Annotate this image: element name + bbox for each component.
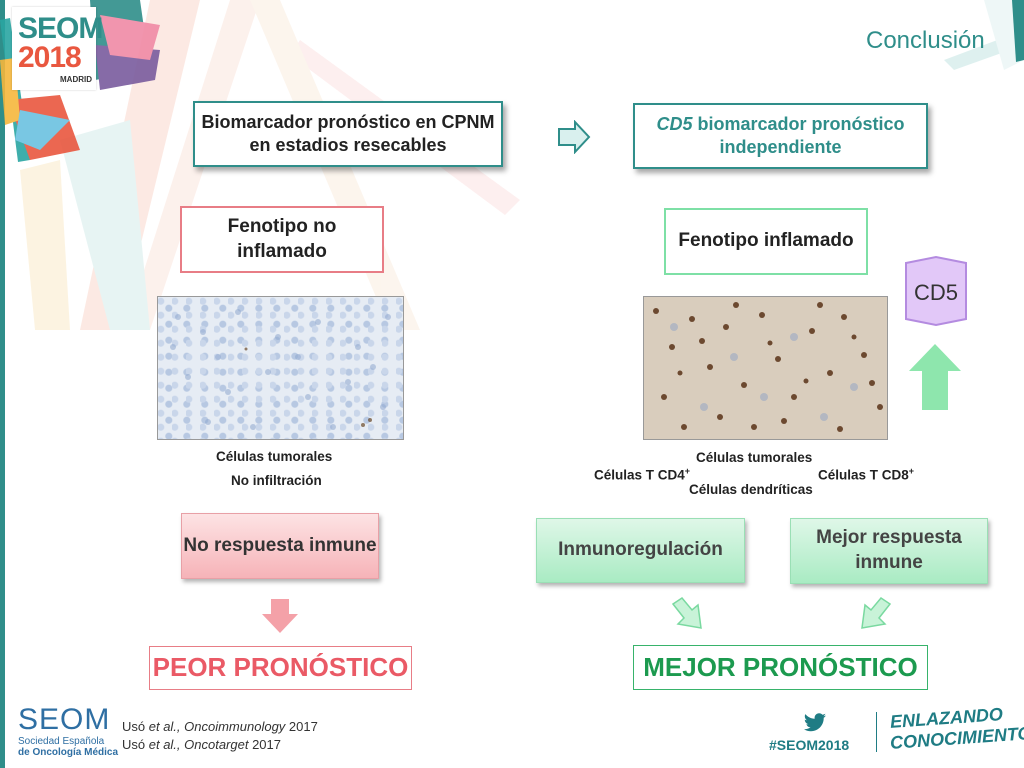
micrograph-texture: [653, 302, 883, 432]
prognostic-biomarker-text: Biomarcador pronóstico en CPNM en estadi…: [201, 111, 495, 155]
better-prognosis-text: MEJOR PRONÓSTICO: [643, 651, 918, 682]
right-caption-cd4: Células T CD4+: [594, 466, 690, 483]
society-name: SEOM: [18, 703, 111, 736]
ref1-etal: et al.,: [148, 719, 181, 734]
ref2-etal: et al.,: [148, 737, 181, 752]
micrograph-texture: [170, 309, 391, 430]
cd5-biomarker-text: CD5 biomarcador pronóstico independiente: [635, 113, 926, 160]
cd8-sup: +: [908, 466, 915, 476]
right-caption-dendritic: Células dendríticas: [689, 482, 813, 497]
footer-divider: [876, 712, 877, 752]
society-sub-1: Sociedad Española: [18, 736, 105, 747]
society-sub-2: de Oncología Médica: [18, 747, 119, 758]
immunoregulation-text: Inmunoregulación: [558, 539, 723, 561]
cd5-hexagon: [905, 255, 967, 327]
worse-prognosis-text: PEOR PRONÓSTICO: [152, 652, 409, 683]
non-inflamed-micrograph: [157, 296, 404, 440]
reference-2: Usó et al., Oncotarget 2017: [122, 737, 281, 752]
better-prognosis-box: MEJOR PRONÓSTICO: [633, 645, 928, 690]
cd4-text: Células T CD4: [594, 467, 685, 483]
right-caption-cd8: Células T CD8+: [818, 466, 914, 483]
cd8-text: Células T CD8: [818, 467, 909, 483]
logo-city: MADRID: [60, 75, 92, 84]
ref2-journal: Oncotarget: [180, 737, 249, 752]
left-caption-tumor-cells: Células tumorales: [216, 449, 333, 464]
cd5-biomarker-rest: biomarcador pronóstico independiente: [692, 113, 905, 157]
prognostic-biomarker-box: Biomarcador pronóstico en CPNM en estadi…: [193, 101, 503, 167]
left-caption-no-infiltration: No infiltración: [231, 473, 322, 488]
seom-logo: SEOM 2018 MADRID: [12, 7, 103, 90]
better-immune-response-box: Mejor respuesta inmune: [790, 518, 988, 584]
hashtag: #SEOM2018: [769, 737, 850, 753]
logo-text: SEOM: [18, 12, 103, 45]
ref1-journal: Oncoimmunology: [180, 719, 286, 734]
no-immune-response-text: No respuesta inmune: [183, 534, 377, 556]
cd4-sup: +: [684, 466, 691, 476]
decorative-stripes-right: [944, 0, 1024, 70]
logo-year: 2018: [18, 41, 82, 74]
down-arrow-icon: [262, 599, 298, 633]
reference-1: Usó et al., Oncoimmunology 2017: [122, 719, 318, 734]
non-inflamed-phenotype-box: Fenotipo no inflamado: [180, 206, 384, 273]
no-immune-response-box: No respuesta inmune: [181, 513, 379, 579]
right-arrow-icon: [558, 120, 591, 154]
right-caption-tumor-cells: Células tumorales: [696, 450, 813, 465]
twitter-icon: [804, 713, 826, 732]
inflamed-micrograph: [643, 296, 888, 440]
cd5-label: CD5: [913, 280, 958, 305]
non-inflamed-phenotype-text: Fenotipo no inflamado: [227, 215, 337, 262]
ref1-year: 2017: [285, 719, 318, 734]
seom-society-logo: SEOM Sociedad Española de Oncología Médi…: [18, 703, 118, 759]
worse-prognosis-box: PEOR PRONÓSTICO: [149, 646, 412, 690]
diagonal-arrow-left-icon: [671, 597, 702, 629]
left-edge-strip: [0, 0, 5, 768]
slide-title: Conclusión: [866, 27, 985, 54]
ref2-author: Usó: [122, 737, 149, 752]
immunoregulation-box: Inmunoregulación: [536, 518, 745, 583]
better-immune-response-text: Mejor respuesta inmune: [816, 527, 962, 573]
ref2-year: 2017: [248, 737, 282, 752]
ref1-author: Usó: [122, 719, 149, 734]
inflamed-phenotype-box: Fenotipo inflamado: [664, 208, 868, 275]
inflamed-phenotype-text: Fenotipo inflamado: [678, 230, 854, 252]
diagonal-arrow-right-icon: [861, 597, 892, 629]
up-arrow-icon: [909, 344, 961, 410]
cd5-italic: CD5: [656, 113, 693, 134]
cd5-biomarker-box: CD5 biomarcador pronóstico independiente: [633, 103, 928, 169]
